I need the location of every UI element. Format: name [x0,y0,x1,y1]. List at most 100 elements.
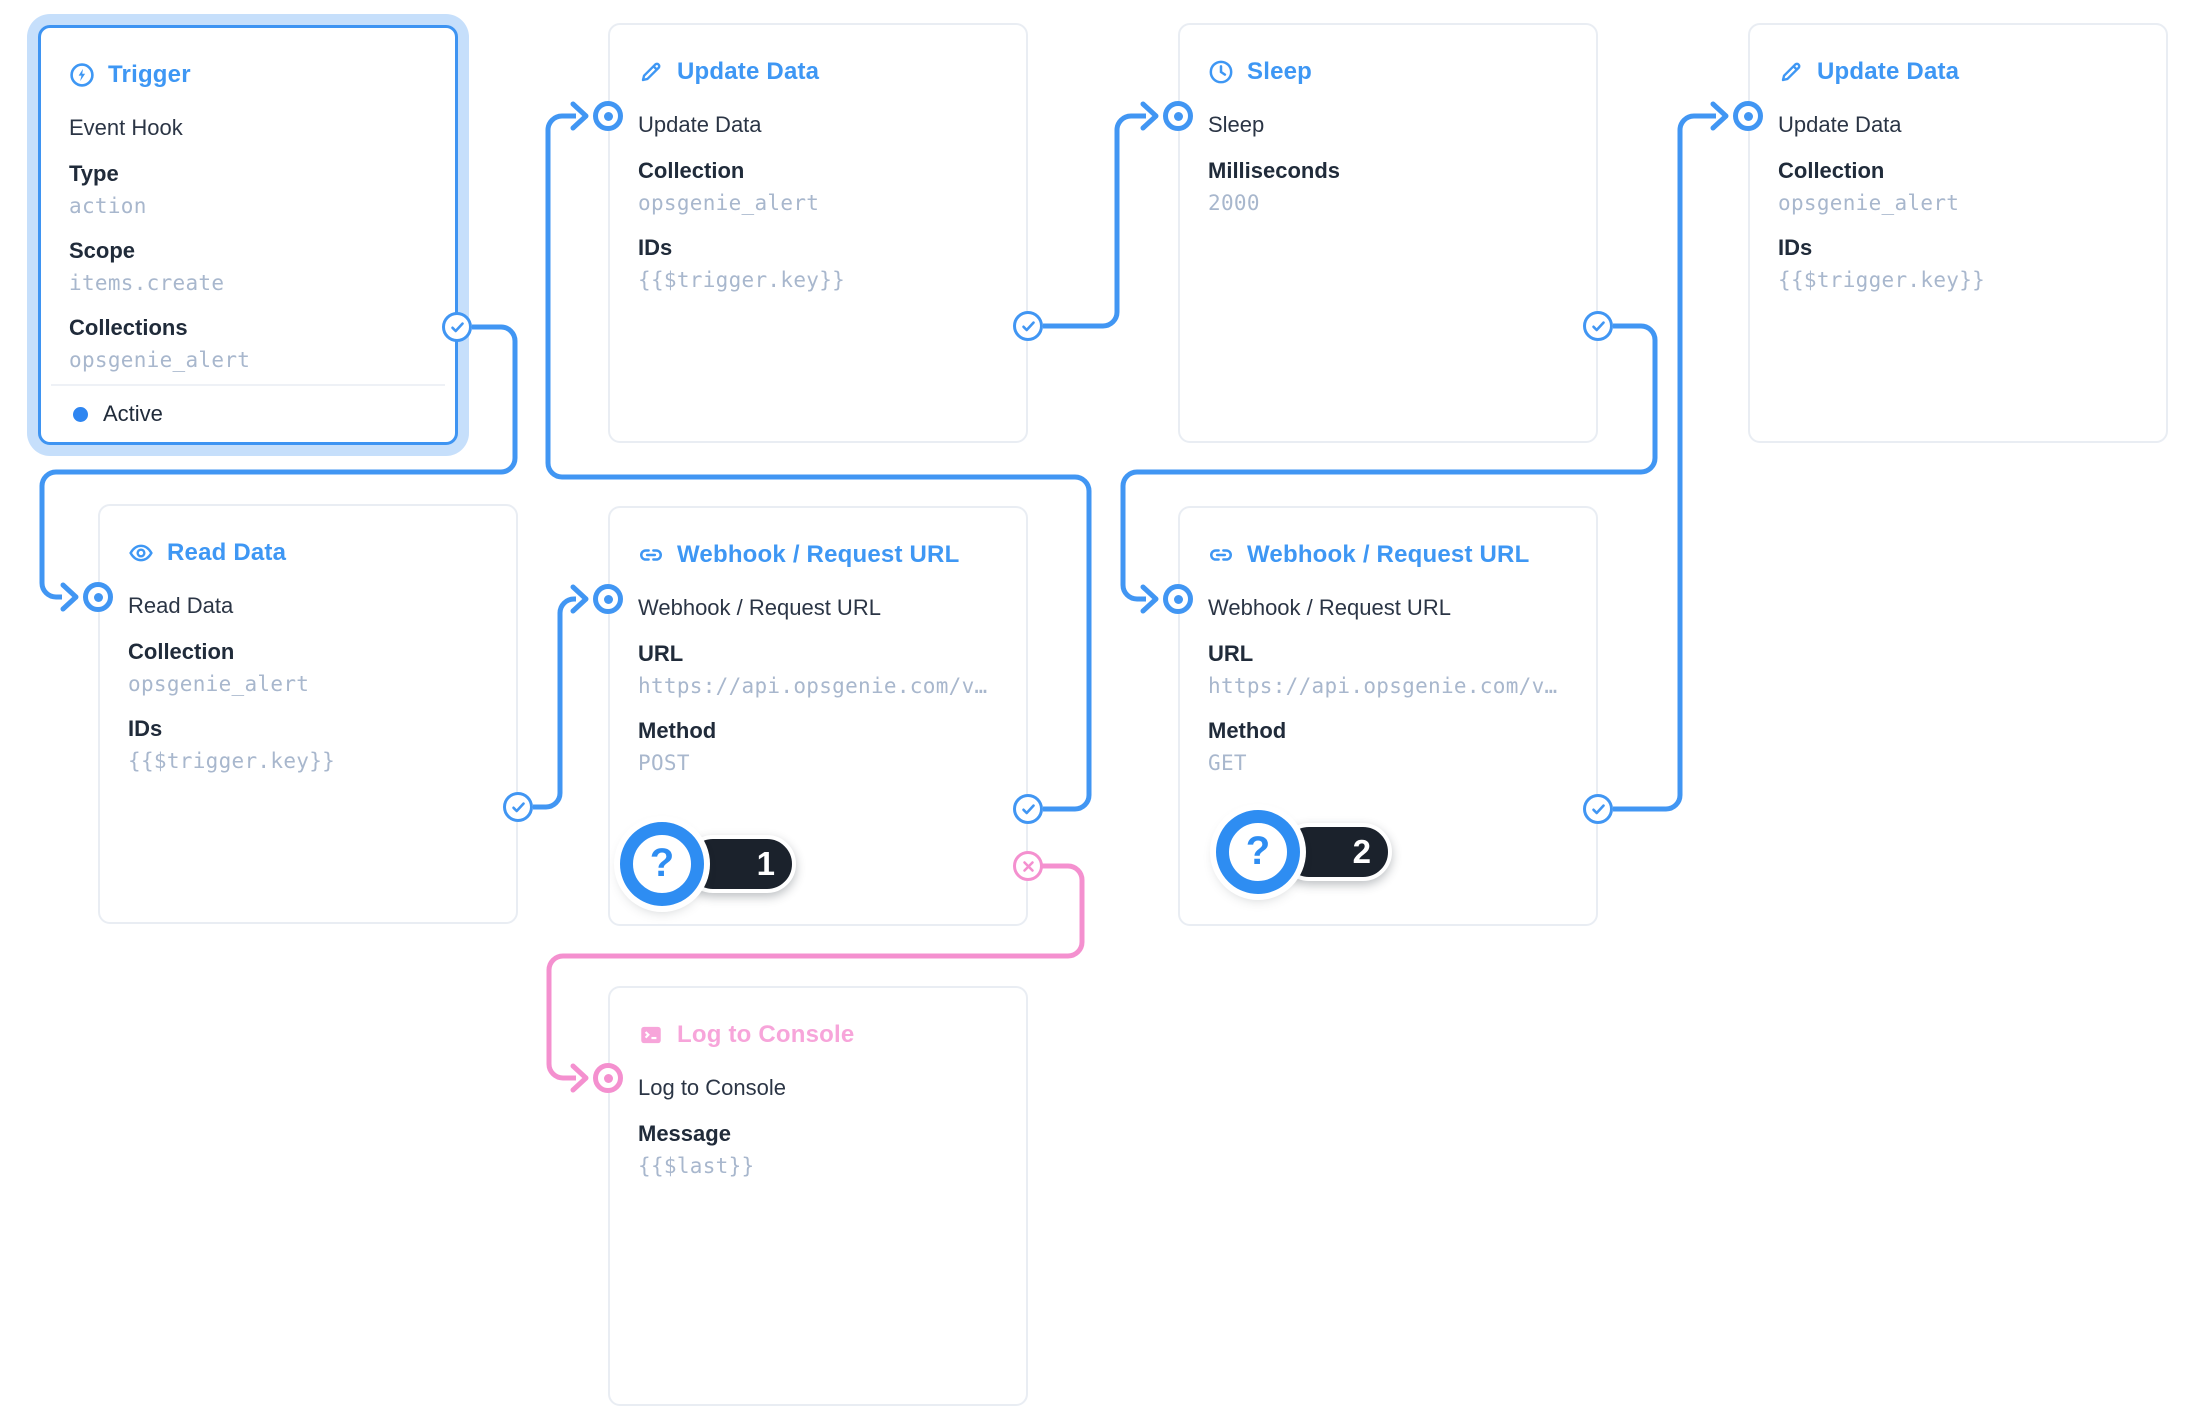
field-value: https://api.opsgenie.com/v… [638,674,988,698]
link-icon [638,542,664,568]
field-label: Message [638,1121,731,1146]
field-value: POST [638,751,690,775]
node-subtitle: Read Data [128,593,234,618]
arrowhead-icon [570,101,589,131]
run-count-label: 2 [1352,833,1371,870]
unknown-status-icon[interactable]: ? [1216,810,1300,894]
clock-icon [1208,59,1234,85]
node-subtitle: Sleep [1208,112,1265,137]
field-value: opsgenie_alert [638,191,820,215]
field-label: IDs [638,235,673,260]
field-label: IDs [128,716,163,741]
field-value: opsgenie_alert [1778,191,1960,215]
field-value: https://api.opsgenie.com/v… [1208,674,1558,698]
field-label: URL [638,641,684,666]
question-glyph: ? [649,840,675,885]
node-title: Webhook / Request URL [1247,541,1530,568]
node-title: Read Data [167,539,287,566]
active-status-dot [73,406,88,422]
connector-webhook-get-to-update-data-2 [1613,113,1716,812]
resolve-port-webhook-post[interactable] [1013,794,1043,824]
node-update-data-1[interactable]: Update Data Update Data Collection opsge… [608,23,1028,443]
active-status-label: Active [103,401,163,426]
field-value: {{$trigger.key}} [638,268,846,292]
resolve-port-webhook-get[interactable] [1583,794,1613,824]
pencil-icon [1778,59,1804,85]
node-subtitle: Log to Console [638,1075,786,1100]
node-subtitle: Webhook / Request URL [1208,595,1451,620]
node-title: Update Data [677,58,820,85]
field-label: Milliseconds [1208,158,1341,183]
eye-icon [128,540,154,566]
question-glyph: ? [1245,828,1271,873]
field-value: items.create [69,271,225,295]
field-value: opsgenie_alert [128,672,310,696]
field-label: Type [69,161,119,186]
field-value: action [69,194,147,218]
reject-port-webhook-post[interactable] [1013,851,1043,881]
resolve-port-sleep[interactable] [1583,311,1613,341]
connector-read-data-to-webhook-post [533,596,576,810]
resolve-port-trigger[interactable] [442,312,472,342]
port-dot [603,594,613,604]
run-count-label: 1 [756,845,775,882]
node-title: Trigger [108,61,191,88]
node-title: Sleep [1247,58,1313,85]
pencil-icon [638,59,664,85]
node-title: Update Data [1817,58,1960,85]
port-dot [603,111,613,121]
port-dot [1743,111,1753,121]
input-port-sleep[interactable] [1163,101,1193,131]
link-icon [1208,542,1234,568]
node-subtitle: Update Data [638,112,762,137]
node-read-data[interactable]: Read Data Read Data Collection opsgenie_… [98,504,518,924]
field-label: IDs [1778,235,1813,260]
arrowhead-icon [1140,101,1159,131]
port-dot [1173,111,1183,121]
arrowhead-icon [570,1063,589,1093]
connector-update-data-1-to-sleep [1043,113,1146,329]
node-update-data-2[interactable]: Update Data Update Data Collection opsge… [1748,23,2168,443]
field-label: URL [1208,641,1254,666]
trigger-status-row: Active [51,384,445,442]
terminal-icon [638,1022,664,1048]
node-trigger[interactable]: Trigger Event Hook Type action Scope ite… [38,25,458,445]
port-dot [1173,594,1183,604]
resolve-port-update-data-1[interactable] [1013,311,1043,341]
input-port-update-data-1[interactable] [593,101,623,131]
field-label: Collections [69,315,188,340]
unknown-status-icon[interactable]: ? [620,822,704,906]
field-value: 2000 [1208,191,1260,215]
node-title: Webhook / Request URL [677,541,960,568]
node-sleep[interactable]: Sleep Sleep Milliseconds 2000 [1178,23,1598,443]
field-label: Method [638,718,717,743]
field-label: Scope [69,238,136,263]
field-value: opsgenie_alert [69,348,251,372]
input-port-read-data[interactable] [83,582,113,612]
arrowhead-icon [1140,584,1159,614]
field-value: GET [1208,751,1247,775]
field-label: Method [1208,718,1287,743]
resolve-port-read-data[interactable] [503,792,533,822]
input-port-update-data-2[interactable] [1733,101,1763,131]
node-title: Log to Console [677,1021,855,1048]
arrowhead-icon [60,582,79,612]
field-value: {{$last}} [638,1154,755,1178]
node-subtitle: Webhook / Request URL [638,595,881,620]
field-label: Collection [638,158,745,183]
input-port-log-to-console[interactable] [593,1063,623,1093]
node-log-to-console[interactable]: Log to Console Log to Console Message {{… [608,986,1028,1406]
bolt-circle-icon [69,62,95,88]
node-subtitle: Update Data [1778,112,1902,137]
field-label: Collection [1778,158,1885,183]
field-value: {{$trigger.key}} [128,749,336,773]
arrowhead-icon [570,584,589,614]
field-label: Collection [128,639,235,664]
arrowhead-icon [1710,101,1729,131]
node-subtitle: Event Hook [69,115,183,140]
port-dot [93,592,103,602]
input-port-webhook-post[interactable] [593,584,623,614]
field-value: {{$trigger.key}} [1778,268,1986,292]
input-port-webhook-get[interactable] [1163,584,1193,614]
